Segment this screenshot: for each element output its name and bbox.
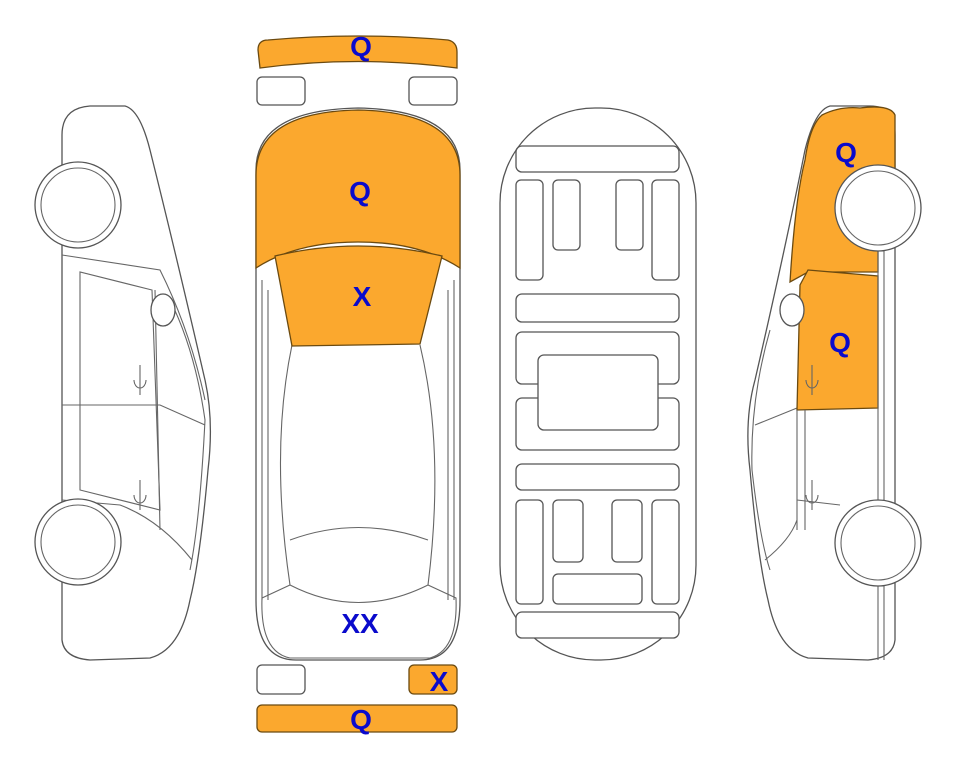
right-rear-wheel bbox=[834, 499, 922, 587]
right-front-door bbox=[796, 269, 879, 411]
front-left-light bbox=[256, 76, 306, 106]
front-right-light bbox=[408, 76, 458, 106]
left-mirror bbox=[150, 293, 176, 327]
windshield-label: X bbox=[353, 281, 372, 312]
right-front-wheel bbox=[834, 164, 922, 252]
right-front-fender-label: Q bbox=[835, 137, 857, 168]
right-mirror bbox=[779, 293, 805, 327]
left-rear-wheel bbox=[34, 498, 122, 586]
underbody-view bbox=[499, 107, 697, 661]
rear-window-label: XX bbox=[341, 608, 379, 639]
rear-right-light-label: X bbox=[430, 666, 449, 697]
top-view: Q Q X XX X Q bbox=[255, 31, 461, 735]
hood bbox=[255, 109, 461, 270]
right-side-view: Q Q bbox=[747, 105, 922, 661]
front-bumper-label: Q bbox=[350, 31, 372, 62]
hood-label: Q bbox=[349, 176, 371, 207]
left-side-view bbox=[34, 105, 212, 661]
front-bumper bbox=[257, 35, 458, 69]
rear-right-light bbox=[408, 664, 458, 695]
rear-left-light bbox=[256, 664, 306, 695]
right-front-door-label: Q bbox=[829, 327, 851, 358]
rear-window bbox=[261, 584, 457, 659]
windshield bbox=[274, 245, 443, 347]
rear-bumper bbox=[256, 704, 458, 733]
left-front-wheel bbox=[34, 161, 122, 249]
rear-bumper-label: Q bbox=[350, 704, 372, 735]
